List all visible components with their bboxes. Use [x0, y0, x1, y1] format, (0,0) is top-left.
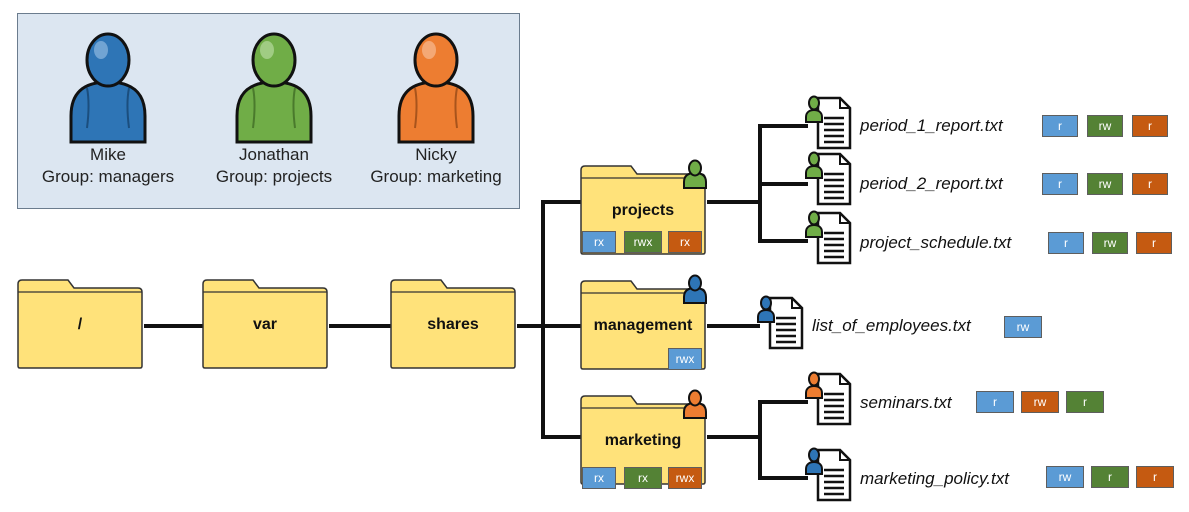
file-icon [805, 210, 852, 265]
folder-shares[interactable]: shares [389, 278, 517, 370]
perm-badge: r [1042, 173, 1078, 195]
folder-label: marketing [604, 432, 682, 449]
folder-icon [17, 279, 143, 369]
folder-icon [390, 279, 516, 369]
perm-badge: rx [668, 231, 702, 253]
file-name[interactable]: seminars.txt [860, 393, 952, 412]
user-name: Jonathan [239, 145, 309, 164]
perm-badge: r [1066, 391, 1104, 413]
file-name[interactable]: period_1_report.txt [860, 116, 1003, 135]
folder-management[interactable]: management [579, 279, 707, 371]
perm-badge: r [1132, 115, 1168, 137]
user-group: Group: managers [41, 167, 175, 186]
file-icon [805, 371, 852, 426]
perm-badge: r [1136, 466, 1174, 488]
user-mike: Mike Group: managers [28, 24, 188, 188]
perm-badge: r [1136, 232, 1172, 254]
users-legend: Mike Group: managers Jonathan Group: pro… [17, 13, 520, 209]
perm-badge: rw [1046, 466, 1084, 488]
perm-badge: rw [1087, 115, 1123, 137]
user-name: Mike [90, 145, 126, 164]
perm-badge: rw [1092, 232, 1128, 254]
person-icon-green [235, 32, 313, 144]
file-icon [805, 151, 852, 206]
folder-label: management [593, 317, 693, 334]
user-name: Nicky [415, 145, 457, 164]
folder-var[interactable]: var [201, 278, 329, 370]
owner-icon-blue [683, 274, 707, 304]
perm-badge: rw [1087, 173, 1123, 195]
user-group: Group: projects [215, 167, 333, 186]
perm-badge: rwx [668, 467, 702, 489]
perm-badge: rw [1021, 391, 1059, 413]
perm-badge: rx [624, 467, 662, 489]
folder-label: shares [427, 316, 479, 333]
file-name[interactable]: project_schedule.txt [860, 233, 1012, 252]
folder-root[interactable]: / [16, 278, 144, 370]
owner-icon-green [683, 159, 707, 189]
person-icon-orange [397, 32, 475, 144]
perm-badge: rx [582, 467, 616, 489]
folder-marketing[interactable]: marketing [579, 394, 707, 486]
perm-badge: rwx [624, 231, 662, 253]
file-icon [805, 95, 852, 150]
perm-badge: r [1091, 466, 1129, 488]
user-jonathan: Jonathan Group: projects [194, 24, 354, 188]
perm-badge: rwx [668, 348, 702, 370]
folder-label: var [252, 316, 278, 333]
perm-badge: r [1048, 232, 1084, 254]
perm-badge: r [1132, 173, 1168, 195]
file-name[interactable]: period_2_report.txt [860, 174, 1003, 193]
user-group: Group: marketing [370, 167, 502, 186]
file-icon [757, 295, 804, 350]
perm-badge: r [976, 391, 1014, 413]
folder-icon [202, 279, 328, 369]
folder-label: / [77, 316, 83, 333]
file-name[interactable]: list_of_employees.txt [812, 316, 971, 335]
owner-icon-orange [683, 389, 707, 419]
perm-badge: rw [1004, 316, 1042, 338]
file-icon [805, 447, 852, 502]
perm-badge: rx [582, 231, 616, 253]
person-icon-blue [69, 32, 147, 144]
user-nicky: Nicky Group: marketing [356, 24, 516, 188]
perm-badge: r [1042, 115, 1078, 137]
file-name[interactable]: marketing_policy.txt [860, 469, 1009, 488]
folder-label: projects [611, 202, 675, 219]
